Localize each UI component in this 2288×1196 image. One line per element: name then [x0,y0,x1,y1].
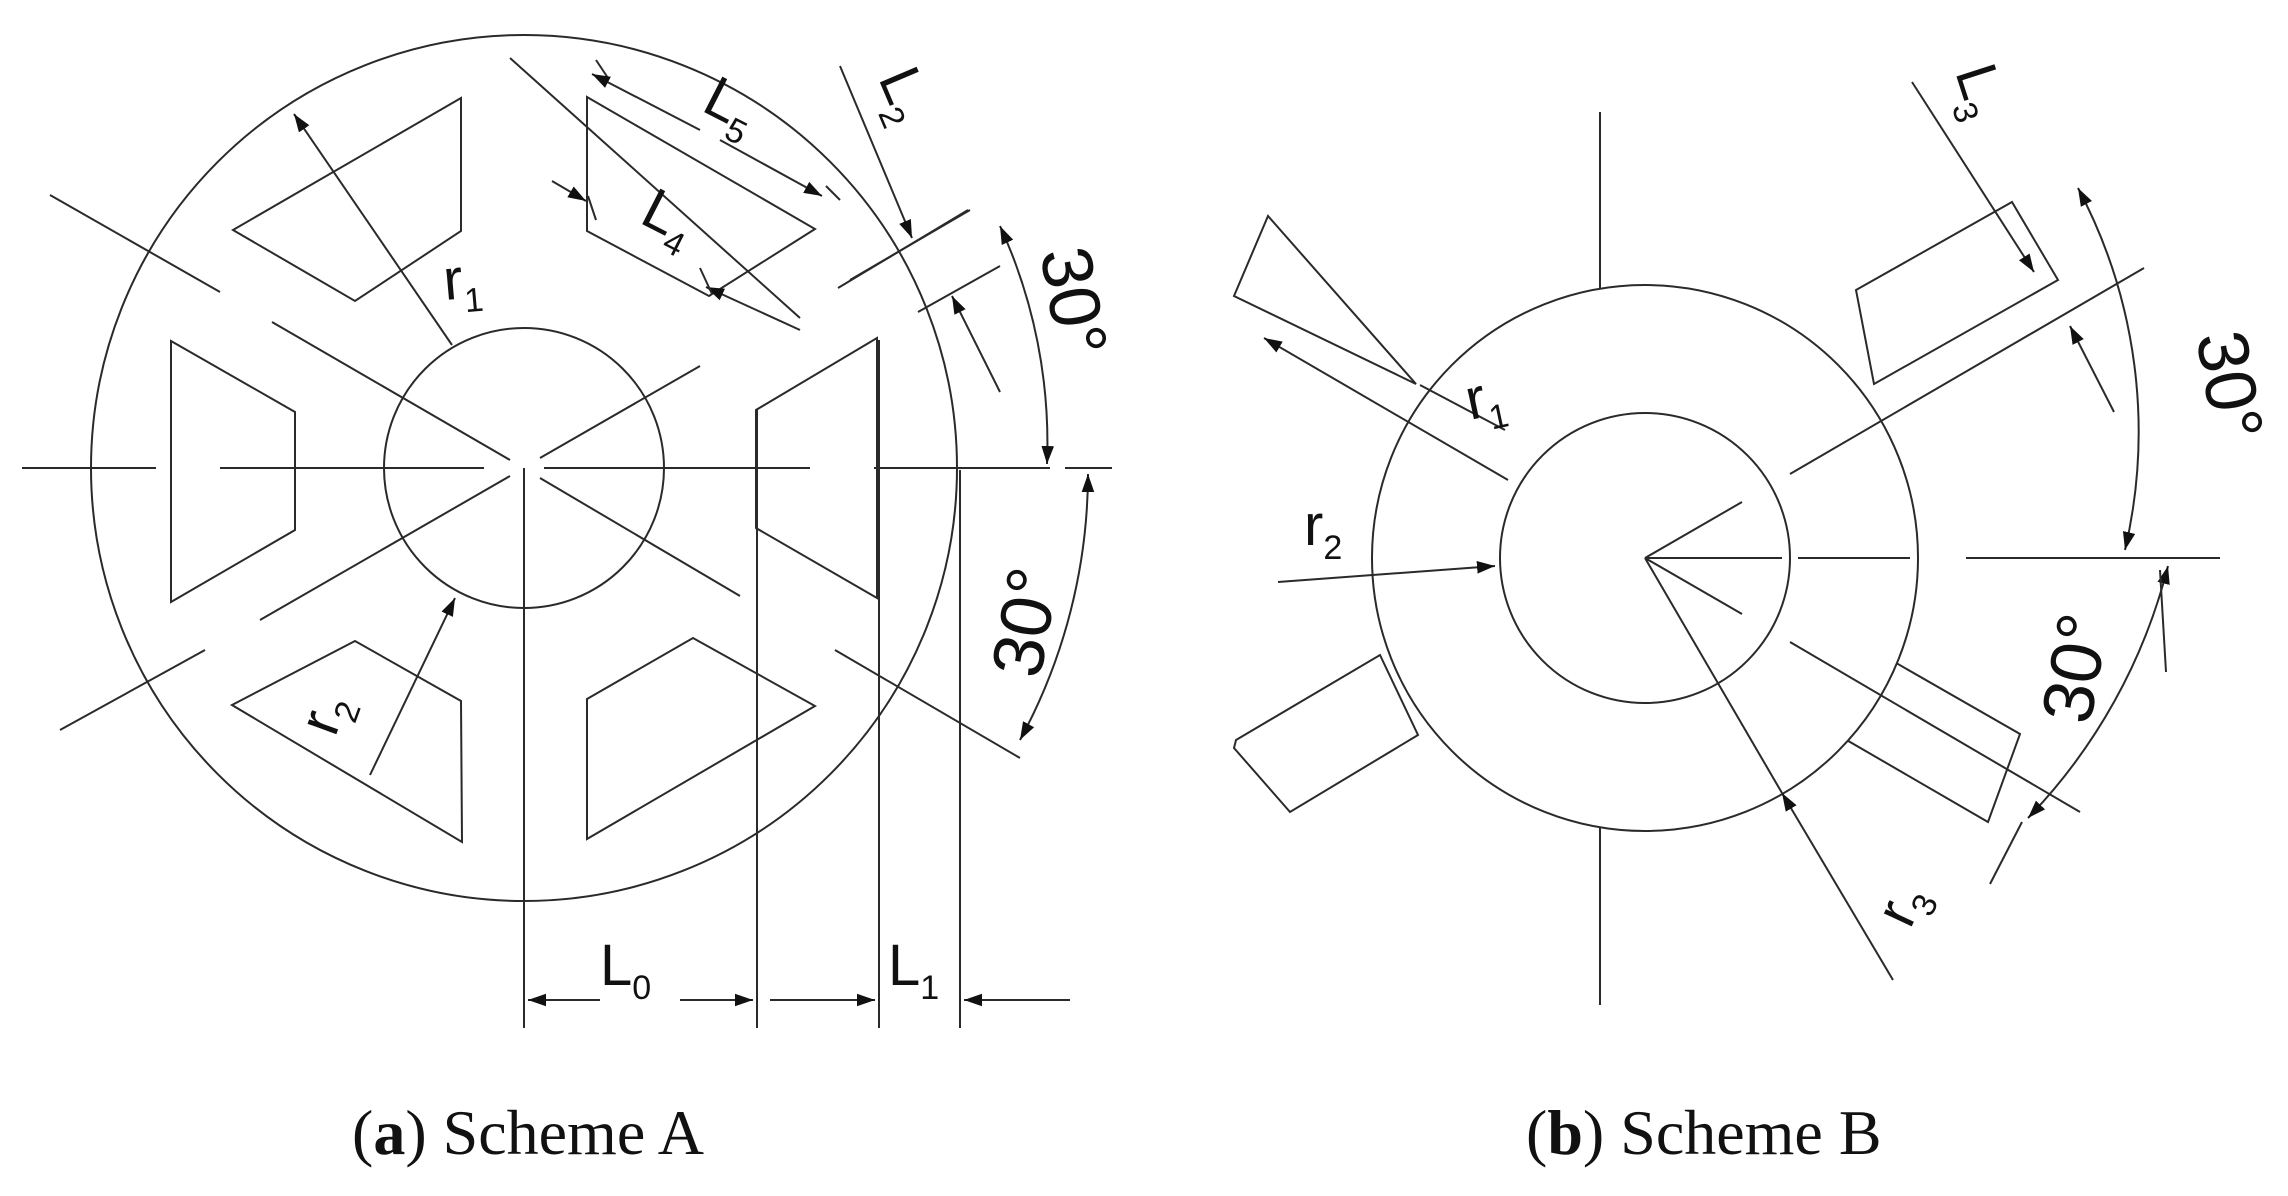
dim-arrow-r3-b [1781,792,1894,981]
angle-arc-tail-b [2159,569,2167,673]
spoke-upper-left [1232,214,1417,385]
trapezoid-hole-top-left [231,96,462,303]
label-l1: L1 [888,933,939,1007]
label-r3-b: r3 [1863,873,1946,939]
dim-arrow-l3-a [1911,81,2035,273]
angle-arc-tail-b2 [1989,821,2023,885]
rib-line-upper-right [509,57,801,319]
dim-arrow-l2-a [839,65,913,239]
inner-circle-b [1499,412,1791,704]
scheme-a-drawing: r1 r2 L0 L1 L5 L4 L2 30° 30° [22,34,1122,1028]
label-l5: L5 [690,64,769,153]
label-angle-top-b: 30° [2180,325,2278,446]
dim-arrow-l2-b [951,295,1001,393]
angle-arc-bottom-a [1019,473,1095,741]
dim-arrow-l3-b [2069,325,2115,413]
dim-arrow-l4-a [551,180,587,202]
dim-arrow-r1 [293,113,453,346]
label-l0: L0 [600,933,651,1007]
dim-arrow-l5-b [719,139,823,197]
dim-arrow-r2-b [1277,561,1496,583]
centerline-diag-down-right [539,477,1021,759]
centerline-diag-up-left [49,194,511,461]
label-l4: L4 [628,176,707,265]
extension-line-l2 [849,209,1001,313]
centerline-diag-down-left [59,475,511,731]
centerline-diag-up-left-b [1419,384,1506,431]
angle-arc-bottom-b [2027,565,2170,819]
radius-line-r3-b [1644,557,1783,794]
centerline-diag-up-right [539,209,969,459]
dim-arrow-l4-b [705,286,801,331]
label-angle-top-a: 30° [1024,241,1122,362]
caption-b: (b) Scheme B [1526,1097,1882,1168]
dim-arrow-l5-a [591,73,701,131]
label-l2: L2 [858,58,946,134]
spoke-lower-left [1232,653,1420,814]
label-r2-b: r2 [1304,493,1342,567]
label-r1-a: r1 [440,245,485,322]
label-angle-bottom-b: 30° [2027,608,2125,729]
angle-arc-top-a [999,225,1055,465]
label-angle-bottom-a: 30° [977,562,1075,683]
trapezoid-hole-bottom-left [229,639,464,844]
trapezoid-hole-bottom-right [586,636,818,841]
caption-a: (a) Scheme A [352,1097,704,1168]
trapezoid-hole-top-right [586,95,817,298]
dim-arrow-r2 [369,597,456,776]
label-r2-a: r2 [286,684,369,745]
spoke-upper-right [1854,200,2060,386]
extension-line-l4 [587,195,713,295]
angle-arc-top-b [2077,187,2140,551]
label-l3: L3 [1934,56,2020,128]
scheme-b-drawing: r1 r2 r3 L3 30° 30° [1232,56,2278,1005]
dim-arrow-r1-b [1263,337,1509,481]
trapezoid-hole-left [170,339,296,604]
